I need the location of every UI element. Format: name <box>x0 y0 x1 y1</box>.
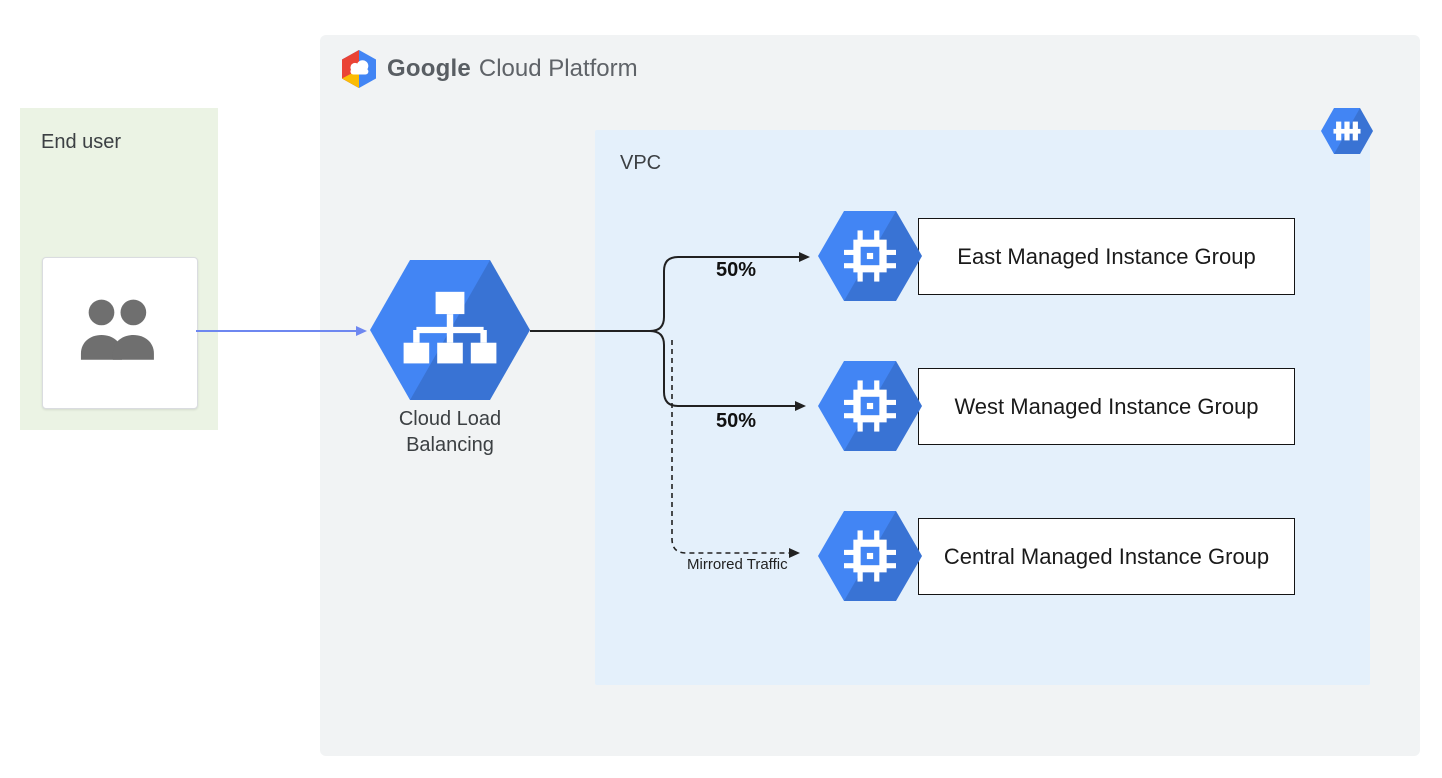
instance-group-box-east: East Managed Instance Group <box>918 218 1295 295</box>
instance-node-east <box>818 211 922 301</box>
instance-group-label-central: Central Managed Instance Group <box>943 543 1270 569</box>
users-icon <box>80 299 154 360</box>
end-user-label: End user <box>41 131 122 153</box>
vpc-label: VPC <box>620 152 662 174</box>
vpc-icon <box>1321 108 1373 154</box>
load-balancer-icon <box>370 260 530 400</box>
end-user-card <box>42 257 198 409</box>
vpc-badge <box>1321 108 1373 154</box>
compute-engine-icon <box>818 211 922 301</box>
instance-group-label-west: West Managed Instance Group <box>954 393 1259 419</box>
end-user-container: End user <box>20 108 218 430</box>
instance-group-box-west: West Managed Instance Group <box>918 368 1295 445</box>
instance-group-label-east: East Managed Instance Group <box>957 243 1256 269</box>
gcp-logo-icon <box>342 50 376 88</box>
edge-label-mirrored-traffic: Mirrored Traffic <box>687 556 788 573</box>
compute-engine-icon <box>818 361 922 451</box>
instance-group-box-central: Central Managed Instance Group <box>918 518 1295 595</box>
load-balancer-label: Cloud Load Balancing <box>398 408 502 456</box>
gcp-logo-suffix: Cloud Platform <box>478 55 638 82</box>
edge-label-west-percent: 50% <box>716 410 757 432</box>
instance-node-west <box>818 361 922 451</box>
gcp-logo-text: Google Cloud Platform <box>387 55 638 83</box>
instance-node-central <box>818 511 922 601</box>
gcp-logo-brand: Google <box>387 55 471 82</box>
gcp-logo: Google Cloud Platform <box>342 50 638 88</box>
edge-label-east-percent: 50% <box>716 259 757 281</box>
compute-engine-icon <box>818 511 922 601</box>
load-balancer-node <box>370 260 530 400</box>
